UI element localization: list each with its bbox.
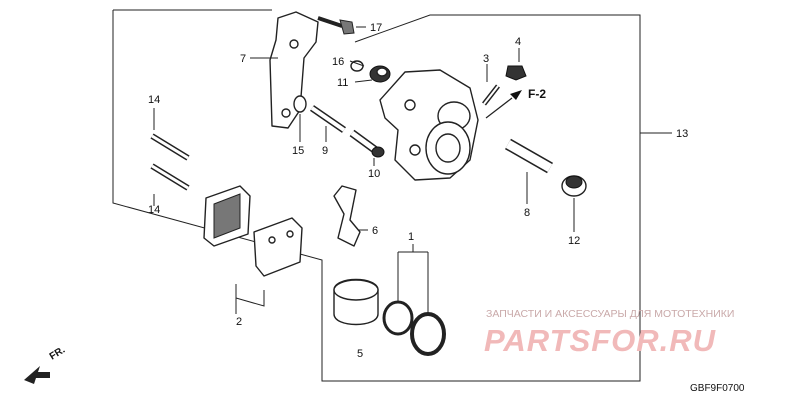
boot-part-11 bbox=[369, 65, 391, 83]
seal-part-15 bbox=[293, 95, 307, 113]
ref-label: F-2 bbox=[528, 87, 546, 101]
caliper-body bbox=[379, 69, 479, 181]
callout-9: 9 bbox=[322, 145, 328, 157]
callout-7: 7 bbox=[240, 53, 246, 65]
callout-5: 5 bbox=[357, 348, 363, 360]
callout-14-lower: 14 bbox=[148, 204, 160, 216]
callout-2: 2 bbox=[236, 316, 242, 328]
brake-pad-right bbox=[253, 217, 303, 277]
callout-14-upper: 14 bbox=[148, 94, 160, 106]
spring-plate-part-6 bbox=[333, 185, 361, 247]
leader-11 bbox=[354, 79, 373, 83]
pin-part-10 bbox=[349, 129, 385, 158]
ref-arrow bbox=[485, 90, 522, 119]
callout-16: 16 bbox=[332, 56, 344, 68]
seal-ring-outer bbox=[410, 312, 446, 356]
brake-pad-left bbox=[203, 185, 251, 247]
front-label: FR. bbox=[48, 345, 68, 363]
diagram-code: GBF9F0700 bbox=[690, 383, 745, 394]
callout-4: 4 bbox=[515, 36, 521, 48]
pad-pin-lower bbox=[150, 163, 190, 191]
callout-3: 3 bbox=[483, 53, 489, 65]
watermark-tagline: ЗАПЧАСТИ И АКСЕССУАРЫ ДЛЯ МОТОТЕХНИКИ bbox=[486, 308, 734, 320]
pin-part-8 bbox=[505, 138, 553, 174]
callout-6: 6 bbox=[372, 225, 378, 237]
callout-12: 12 bbox=[568, 235, 580, 247]
piston-part-5 bbox=[333, 278, 379, 326]
leader-2-bracket bbox=[235, 284, 265, 307]
pin-part-9 bbox=[310, 105, 346, 133]
front-arrow-icon bbox=[24, 366, 50, 384]
callout-17: 17 bbox=[370, 22, 382, 34]
callout-8: 8 bbox=[524, 207, 530, 219]
bolt-part-17 bbox=[317, 16, 355, 35]
callout-13: 13 bbox=[676, 128, 688, 140]
cap-part-4 bbox=[505, 65, 527, 81]
callout-1: 1 bbox=[408, 231, 414, 243]
watermark-logo: PARTSFOR.RU bbox=[484, 323, 717, 358]
pad-pin-upper bbox=[150, 133, 190, 161]
callout-11: 11 bbox=[337, 77, 348, 89]
seal-ring-inner bbox=[382, 300, 414, 336]
callout-10: 10 bbox=[368, 168, 380, 180]
assembly-outline bbox=[112, 10, 641, 382]
bleeder-part-3 bbox=[482, 84, 500, 106]
boot-part-12 bbox=[561, 175, 587, 197]
callout-15: 15 bbox=[292, 145, 304, 157]
leader-16 bbox=[349, 60, 365, 67]
